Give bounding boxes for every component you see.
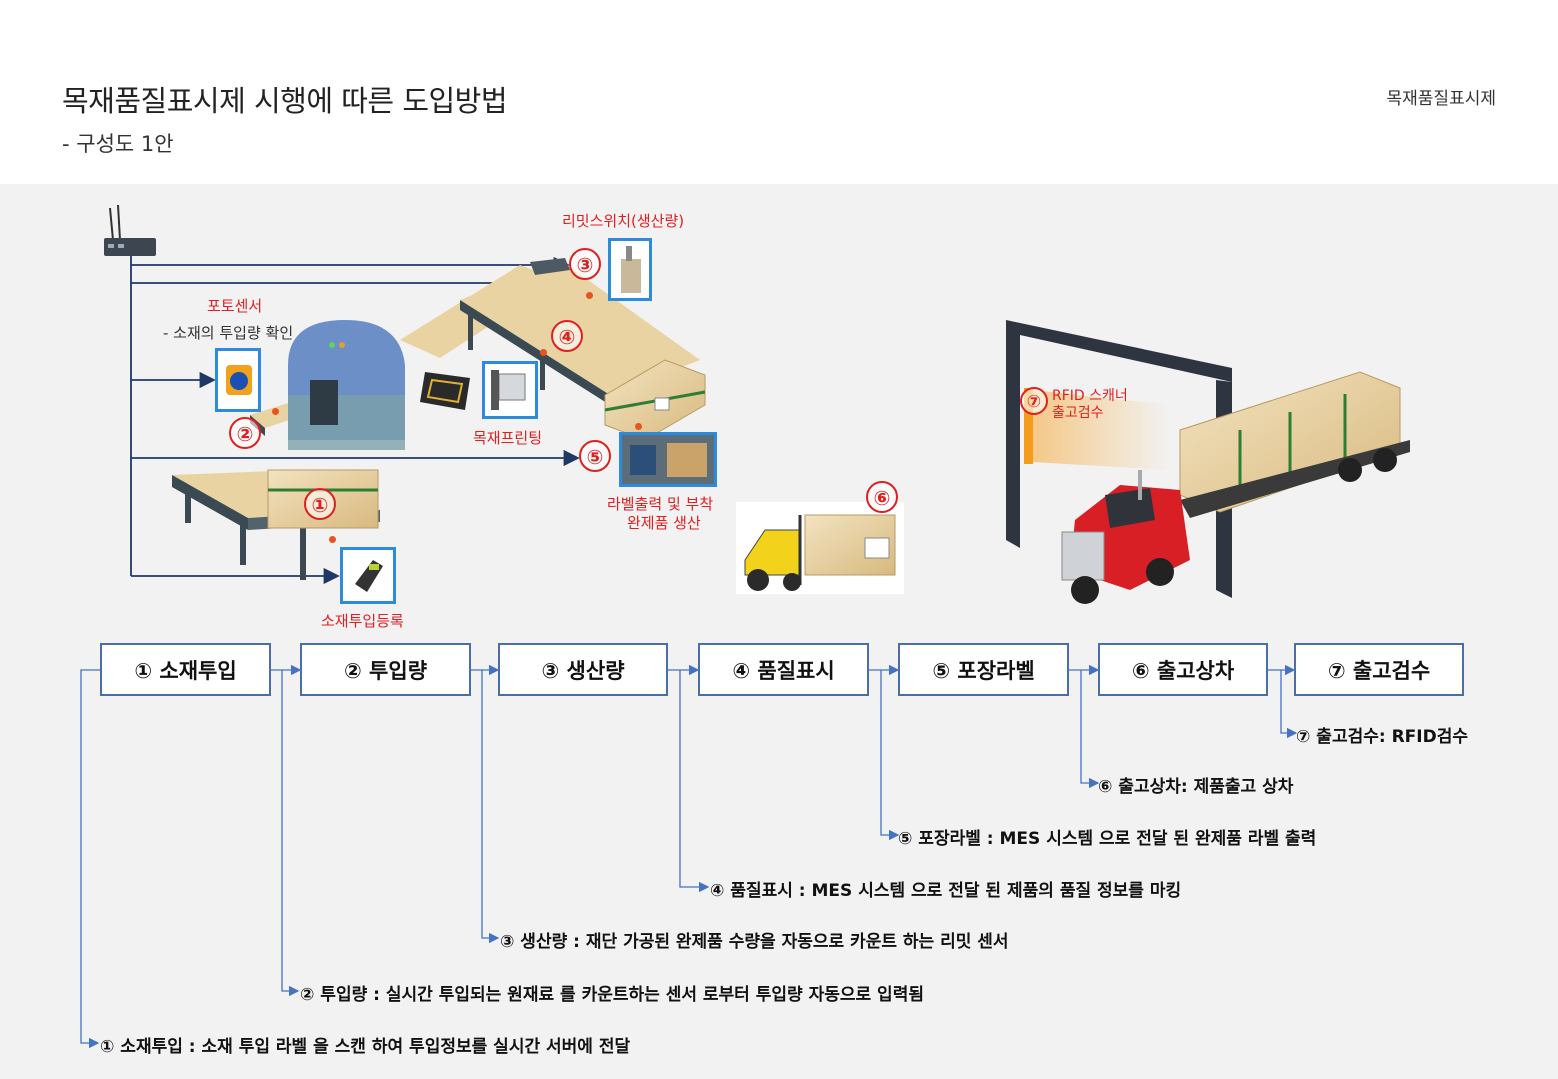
desc-step-6: ⑥ 출고상차: 제품출고 상차 (1098, 777, 1294, 797)
rfid-label-1: RFID 스캐너 (1052, 388, 1128, 404)
marker-3: ③ (569, 248, 601, 280)
marker-5: ⑤ (579, 440, 611, 472)
rfid-label-2: 출고검수 (1052, 405, 1104, 421)
limit-switch-image (608, 238, 652, 301)
step-production-quantity: ③ 생산량 (498, 643, 668, 696)
step-shipment-inspection: ⑦ 출고검수 (1294, 643, 1464, 696)
barcode-scanner-image (340, 547, 396, 604)
page-subtitle: - 구성도 1안 (62, 132, 174, 156)
step-packing-label: ⑤ 포장라벨 (898, 643, 1069, 696)
step-quality-marking: ④ 품질표시 (698, 643, 869, 696)
desc-step-3: ③ 생산량 : 재단 가공된 완제품 수량을 자동으로 카운트 하는 리밋 센서 (500, 932, 1009, 952)
desc-step-4: ④ 품질표시 : MES 시스템 으로 전달 된 제품의 품질 정보를 마킹 (710, 881, 1182, 901)
label-printer-image (619, 432, 717, 487)
step-input-quantity: ② 투입량 (300, 643, 471, 696)
marker-1: ① (304, 488, 336, 520)
photo-sensor-image (215, 348, 261, 412)
sensor-dot (329, 536, 336, 543)
wood-printing-label: 목재프린팅 (473, 429, 543, 447)
marker-2: ② (229, 417, 261, 449)
label-print-label-2: 완제품 생산 (627, 514, 701, 532)
marker-7: ⑦ (1020, 387, 1048, 415)
network-wiring (130, 256, 580, 585)
desc-step-2: ② 투입량 : 실시간 투입되는 원재료 를 카운트하는 센서 로부터 투입량 … (300, 985, 924, 1005)
category-label: 목재품질표시제 (1386, 89, 1496, 109)
truck (1061, 371, 1410, 604)
marker-6: ⑥ (866, 481, 898, 513)
desc-step-7: ⑦ 출고검수: RFID검수 (1296, 727, 1469, 747)
processing-machine (288, 320, 405, 450)
wood-printer-image (482, 361, 538, 419)
photo-sensor-desc: - 소재의 투입량 확인 (163, 324, 294, 342)
sensor-dot (272, 408, 279, 415)
limit-switch-label: 리밋스위치(생산량) (562, 212, 685, 230)
desc-step-1: ① 소재투입 : 소재 투입 라벨 을 스캔 하여 투입정보를 실시간 서버에 … (100, 1037, 631, 1057)
diagram-panel (0, 184, 1558, 1079)
material-register-label: 소재투입등록 (321, 612, 404, 630)
step-material-input: ① 소재투입 (100, 643, 271, 696)
sensor-dot (635, 423, 642, 430)
page-title: 목재품질표시제 시행에 따른 도입방법 (62, 84, 508, 118)
desc-step-5: ⑤ 포장라벨 : MES 시스템 으로 전달 된 완제품 라벨 출력 (898, 829, 1317, 849)
sensor-dot (540, 349, 547, 356)
marker-4: ④ (551, 320, 583, 352)
forklift-image (736, 502, 904, 594)
rfid-gate (1006, 320, 1232, 598)
step-shipment-loading: ⑥ 출고상차 (1098, 643, 1268, 696)
description-connectors (80, 664, 1298, 1049)
sensor-dot (586, 292, 593, 299)
finished-stack (604, 359, 706, 441)
label-print-label-1: 라벨출력 및 부착 (607, 495, 714, 513)
gateway-icon (104, 204, 156, 256)
photo-sensor-label: 포토센서 (207, 297, 263, 315)
